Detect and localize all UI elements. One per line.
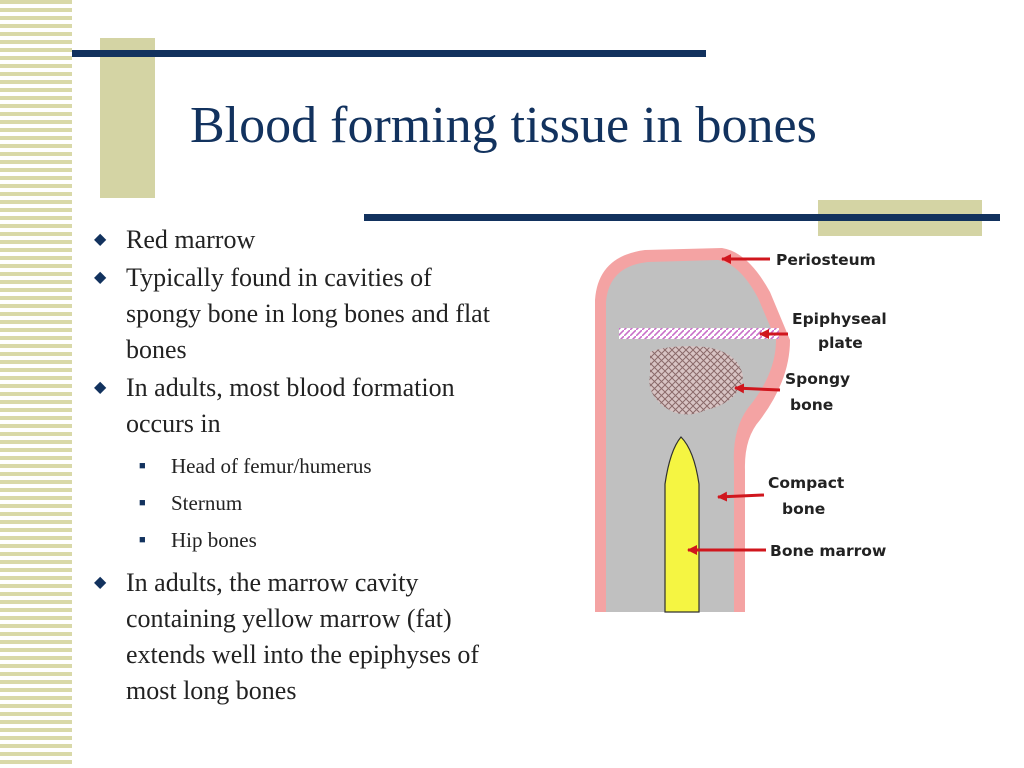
label-compact-bone: bone [782,500,825,518]
marrow-cavity [664,436,700,613]
label-spongy: Spongy [785,370,850,388]
square-bullet-icon: ■ [139,534,146,546]
bullet-item: ◆ In adults, the marrow cavity containin… [92,565,502,709]
label-periosteum: Periosteum [776,251,876,269]
sub-bullet-item: ■ Sternum [126,485,502,522]
compact-bone-body [606,260,776,612]
bullet-item: ◆ Red marrow [92,222,502,258]
label-compact: Compact [768,474,845,492]
label-epiphyseal-plate: plate [818,334,863,352]
label-spongy-bone: bone [790,396,833,414]
diamond-bullet-icon: ◆ [94,269,107,286]
label-epiphyseal: Epiphyseal [792,310,887,328]
left-stripe-decoration [0,0,72,768]
sub-bullet-text: Sternum [171,491,243,515]
spongy-arrow [734,383,781,394]
sub-bullet-text: Head of femur/humerus [171,454,372,478]
bullet-text: In adults, most blood formation occurs i… [126,373,455,438]
spongy-bone-region [649,346,743,415]
square-bullet-icon: ■ [139,460,146,472]
diamond-bullet-icon: ◆ [94,231,107,248]
diamond-bullet-icon: ◆ [94,574,107,591]
sub-bullet-text: Hip bones [171,528,257,552]
square-bullet-icon: ■ [139,497,146,509]
bullet-text: Typically found in cavities of spongy bo… [126,263,490,364]
slide-title: Blood forming tissue in bones [190,97,817,154]
epiphyseal-plate [619,328,779,339]
decor-line-upper [72,50,706,57]
bullet-item: ◆ Typically found in cavities of spongy … [92,260,502,368]
sub-bullet-item: ■ Hip bones [126,522,502,559]
sub-bullet-list: ■ Head of femur/humerus ■ Sternum ■ Hip … [126,448,502,559]
decor-line-lower [364,214,1000,221]
bullet-item: ◆ In adults, most blood formation occurs… [92,370,502,559]
label-bone-marrow: Bone marrow [770,542,886,560]
diamond-bullet-icon: ◆ [94,379,107,396]
bullet-text: Red marrow [126,225,256,254]
bone-diagram: Periosteum Epiphyseal plate Spongy bone … [595,248,887,613]
compact-arrow [717,491,765,502]
bullet-list: ◆ Red marrow ◆ Typically found in caviti… [92,222,502,711]
bullet-text: In adults, the marrow cavity containing … [126,568,480,705]
decor-block-upper [100,38,155,198]
sub-bullet-item: ■ Head of femur/humerus [126,448,502,485]
